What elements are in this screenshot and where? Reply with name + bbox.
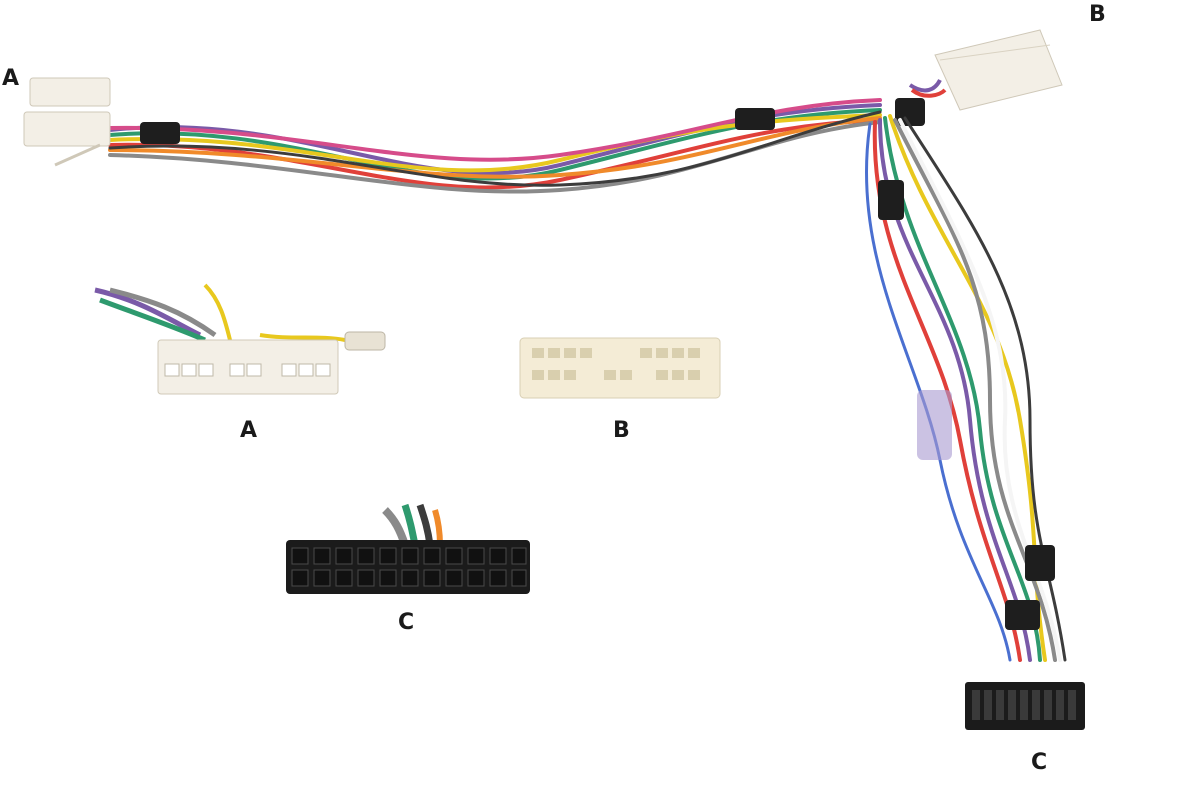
tape-band	[1025, 545, 1055, 581]
label-c-detail: C	[398, 610, 415, 635]
tape-band	[895, 98, 925, 126]
main-wire-bundle	[108, 98, 882, 194]
connector-a-top	[23, 77, 111, 167]
label-a-top: A	[2, 66, 20, 91]
label-a-detail: A	[240, 418, 258, 443]
tape-band	[878, 180, 904, 220]
connector-c-detail	[286, 503, 530, 594]
connector-b-detail	[519, 337, 721, 399]
tape-band	[1005, 600, 1040, 630]
label-c-bottom: C	[1031, 750, 1048, 775]
connector-a-detail	[94, 283, 386, 395]
connector-c-bottom	[965, 682, 1085, 730]
label-b-detail: B	[613, 418, 630, 443]
fuse-holder	[917, 390, 952, 460]
tape-band	[140, 122, 180, 144]
tape-band	[735, 108, 775, 130]
label-b-top: B	[1089, 2, 1106, 27]
connector-b-top	[908, 29, 1063, 111]
